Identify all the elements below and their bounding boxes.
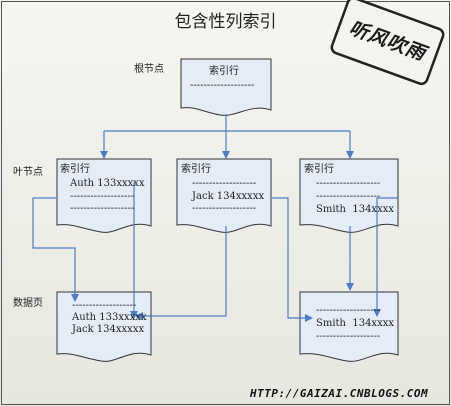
leaf-1-row-2: ------------------- (70, 191, 135, 202)
leaf-2-row-1: ------------------- (192, 178, 257, 189)
leaf-2-row-2: Jack 134xxxxx (192, 191, 265, 202)
root-node-shape (180, 58, 272, 116)
leaf-3-row-1: ------------------- (316, 178, 381, 189)
data-page-2-row-1: ------------------- (316, 305, 381, 316)
leaf-3-row-2: ------------------- (316, 191, 381, 202)
leaf-2-row-3: ------------------- (192, 203, 257, 214)
data-page-1-row-3: Jack 134xxxxx (72, 324, 145, 335)
leaf-node-2-shape (176, 158, 272, 233)
data-page-1-row-2: Auth 133xxxxx (72, 312, 147, 323)
root-node-dash: ------------------- (190, 80, 255, 91)
data-page-1-row-1: ------------------- (72, 300, 137, 311)
label-root-node: 根节点 (134, 64, 164, 75)
leaf-3-row-3: Smith 134xxxx (316, 204, 394, 215)
leaf-to-data-connectors (32, 182, 398, 322)
root-node-header: 索引行 (209, 66, 239, 77)
leaf-1-row-3: ------------------- (70, 203, 135, 214)
watermark-url: HTTP://GAIZAI.CNBLOGS.COM (250, 387, 429, 400)
leaf-3-header: 索引行 (304, 164, 334, 175)
label-data-page: 数据页 (13, 298, 43, 309)
diagram-title: 包含性列索引 (174, 12, 277, 32)
data-page-2-row-3: ------------------- (316, 331, 381, 342)
leaf-2-header: 索引行 (181, 164, 211, 175)
leaf-1-header: 索引行 (60, 164, 90, 175)
data-page-1-shape (56, 291, 152, 362)
root-to-leaf-connectors (100, 114, 354, 159)
stamp-logo: 听风吹雨 (328, 0, 448, 88)
label-leaf-node: 叶节点 (13, 167, 43, 178)
stamp-frame (330, 0, 445, 86)
leaf-1-row-1: Auth 133xxxxx (70, 178, 145, 189)
leaf-node-1-shape (56, 158, 152, 233)
data-page-2-row-2: Smith 134xxxx (316, 318, 394, 329)
leaf-node-3-shape (299, 158, 399, 233)
